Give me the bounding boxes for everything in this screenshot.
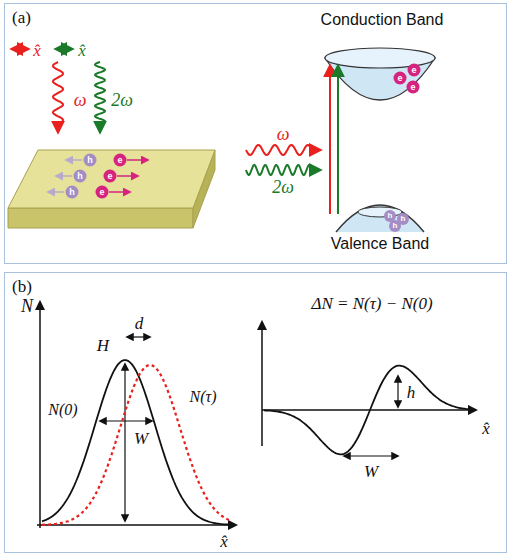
- band-carriers: [384, 64, 421, 233]
- polarization-arrow: [56, 48, 72, 50]
- frequency-label: ω: [277, 125, 290, 143]
- carrier-label: h: [393, 222, 398, 230]
- hole-motion: [56, 175, 72, 177]
- light-wave: [246, 165, 320, 175]
- dimension-label: W: [134, 430, 148, 447]
- carrier-label: e: [117, 156, 122, 165]
- dimension-label: d: [135, 315, 144, 332]
- light-wave: [95, 62, 105, 132]
- band-top: [325, 48, 435, 68]
- axis: [39, 302, 41, 528]
- carrier-label: e: [411, 66, 416, 75]
- axis: [37, 524, 236, 526]
- axis: [261, 322, 263, 446]
- plot-title: ΔN = N(τ) − N(0): [311, 295, 432, 312]
- polarization-arrow: [12, 48, 28, 50]
- dimension-label: H: [97, 337, 109, 354]
- valence-band: [336, 205, 424, 232]
- carrier-label: h: [388, 212, 393, 220]
- slab-top: [8, 150, 215, 208]
- carriers: [66, 154, 127, 199]
- axis-label: x̂: [220, 533, 228, 550]
- transition-arrow: [329, 66, 331, 214]
- width-arrow: [100, 420, 152, 421]
- height-arrow: [397, 376, 398, 407]
- axis-label: x̂: [78, 42, 86, 59]
- light-wave: [53, 62, 63, 132]
- distribution-shifted: [42, 365, 230, 525]
- electron-motion: [117, 175, 138, 177]
- carrier-label: e: [410, 83, 415, 92]
- electron-motion: [127, 159, 148, 161]
- height-arrow: [124, 364, 125, 521]
- axis-label: x̂: [33, 42, 41, 59]
- axis-label: x̂: [482, 420, 490, 437]
- light-wave: [246, 145, 320, 155]
- axis-label: N: [21, 297, 33, 315]
- dimension-label: W: [364, 463, 378, 480]
- carrier-label: h: [401, 215, 406, 223]
- curve-label: N(0): [48, 402, 77, 418]
- band-label: Conduction Band: [321, 12, 444, 28]
- shift-arrow: [127, 336, 150, 337]
- dimension-label: h: [407, 384, 416, 401]
- carrier-label: h: [87, 156, 93, 165]
- width-arrow: [344, 455, 398, 456]
- carrier-label: h: [69, 188, 75, 197]
- carrier-label: e: [397, 74, 402, 83]
- distribution-difference: [264, 366, 470, 455]
- panel-label: (b): [12, 277, 32, 297]
- carrier-label: e: [107, 172, 112, 181]
- frequency-label: 2ω: [272, 178, 294, 196]
- distribution-initial: [42, 360, 230, 524]
- frequency-label: 2ω: [111, 91, 133, 109]
- figure-panel: (b): [4, 272, 507, 553]
- carrier-label: e: [99, 188, 104, 197]
- panel-label: (a): [12, 8, 31, 28]
- carrier-label: h: [77, 172, 83, 181]
- band-label: Valence Band: [331, 236, 429, 252]
- hole-motion: [66, 159, 82, 161]
- hole-motion: [48, 191, 64, 193]
- frequency-label: ω: [74, 91, 87, 109]
- slab-front: [8, 208, 193, 228]
- transition-arrow: [337, 66, 339, 214]
- electron-motion: [109, 191, 130, 193]
- curve-label: N(τ): [189, 389, 216, 405]
